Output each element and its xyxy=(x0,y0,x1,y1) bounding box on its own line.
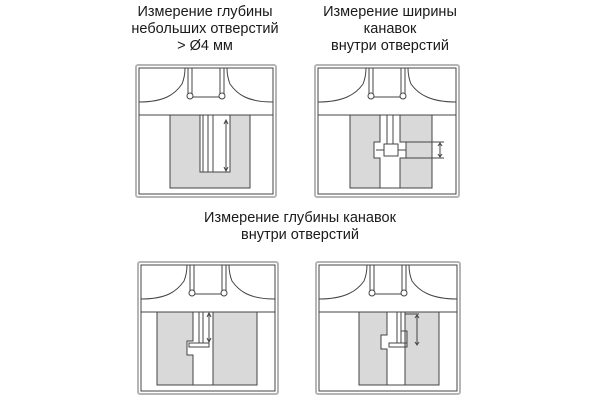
depth-arrow xyxy=(206,311,212,344)
gauge-head xyxy=(318,264,458,300)
diagram-groove-depth-right xyxy=(315,261,461,395)
caption-line: внутри отверстий xyxy=(331,38,449,54)
caption-depth-small-holes: Измерение глубины небольших отверстий > … xyxy=(105,4,305,55)
caption-line: внутри отверстий xyxy=(241,227,359,243)
caption-line: Измерение глубины xyxy=(137,4,273,20)
diagram-depth-small-hole xyxy=(135,64,277,198)
depth-arrow xyxy=(405,313,420,346)
caption-line: > Ø4 мм xyxy=(177,38,233,54)
diagram-groove-width xyxy=(314,64,460,198)
caption-groove-width: Измерение ширины канавок внутри отверсти… xyxy=(290,4,490,55)
caption-line: небольших отверстий xyxy=(131,21,279,37)
depth-arrow xyxy=(223,118,229,173)
gauge-head xyxy=(317,67,457,103)
gauge-head xyxy=(140,264,276,300)
diagram-groove-depth-left xyxy=(137,261,279,395)
gauge-head xyxy=(138,67,274,103)
caption-groove-depth: Измерение глубины канавок внутри отверст… xyxy=(150,210,450,244)
caption-line: Измерение глубины канавок xyxy=(204,210,396,226)
hole xyxy=(199,114,231,173)
width-arrow xyxy=(406,141,444,159)
caption-line: Измерение ширины xyxy=(323,4,457,20)
caption-line: канавок xyxy=(363,21,417,37)
